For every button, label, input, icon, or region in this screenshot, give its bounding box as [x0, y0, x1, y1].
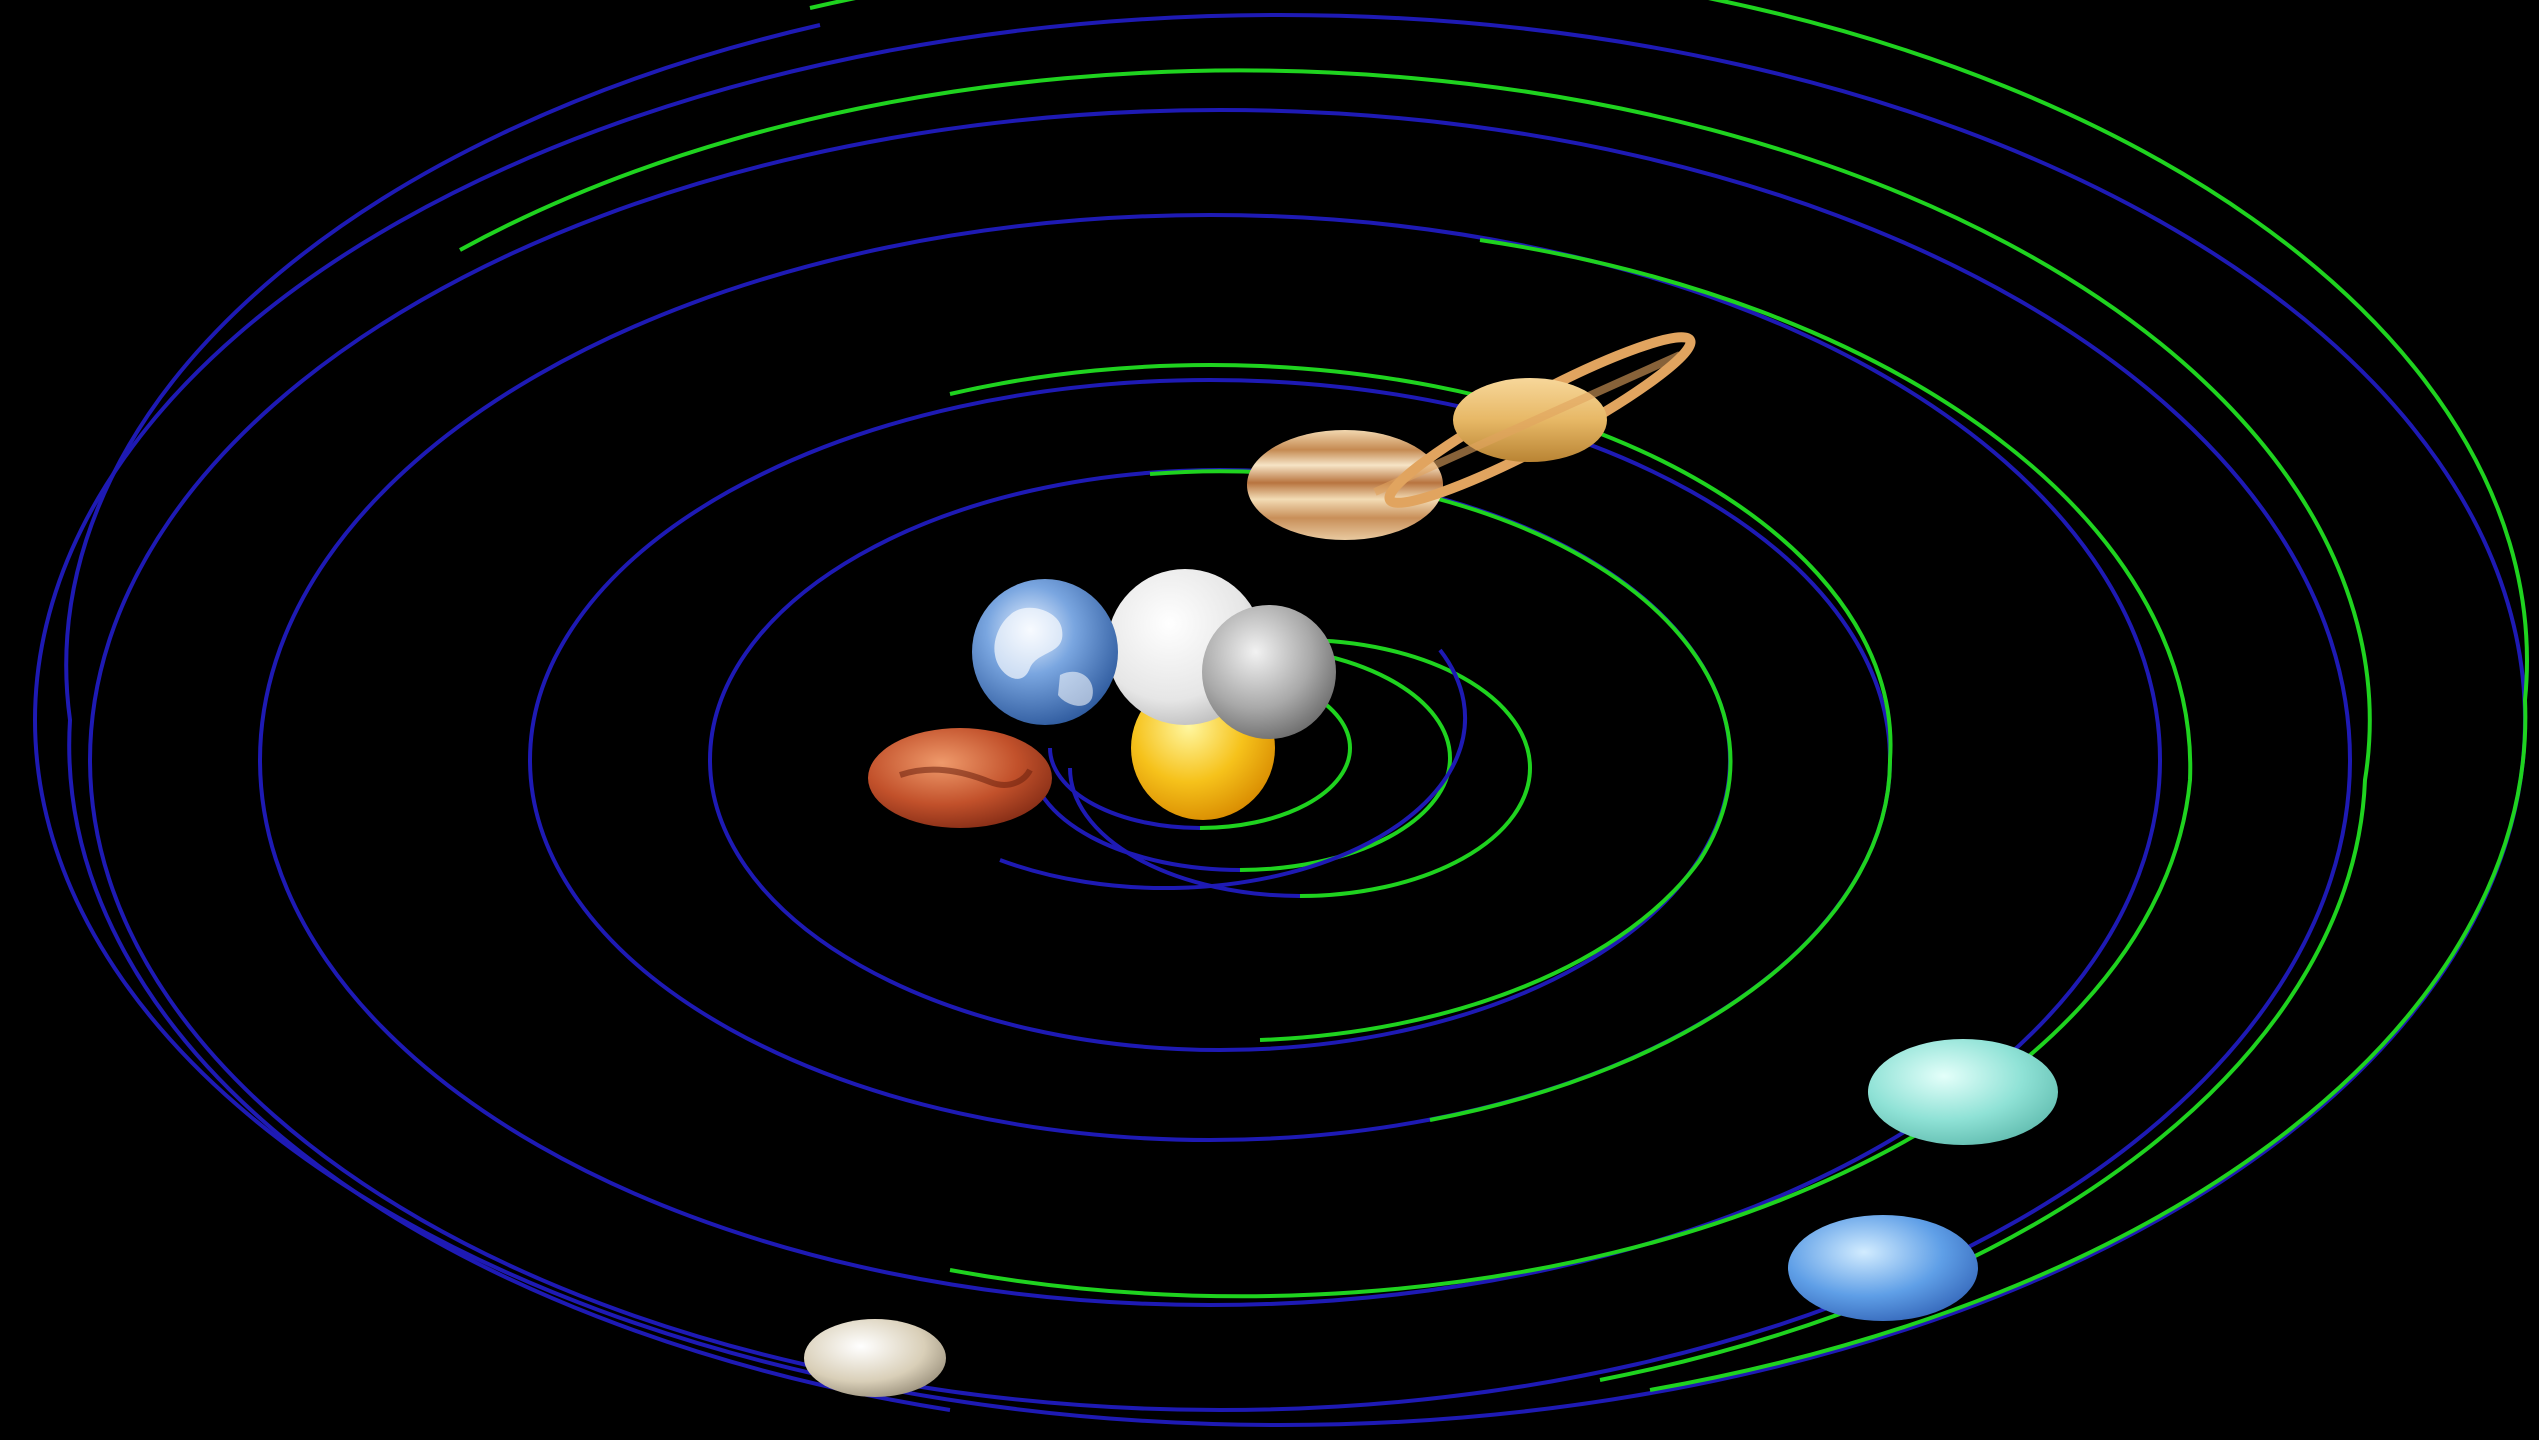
orbit-neptune [88, 108, 2352, 1412]
orbit-uranus [258, 213, 2162, 1307]
jupiter-icon [1247, 430, 1443, 540]
orbit-earth [1299, 638, 1532, 898]
orbit-pluto-front [809, 0, 2529, 1392]
mars-icon [868, 728, 1052, 828]
pluto-icon [804, 1319, 946, 1397]
orbit-mars [999, 648, 1468, 891]
orbit-pluto-inner [64, 23, 951, 1412]
mercury-icon [1202, 605, 1336, 739]
orbit-neptune-front [459, 68, 2372, 1382]
orbit-uranus-front [949, 238, 2193, 1299]
orbit-earth-back [1068, 767, 1301, 898]
planets [804, 332, 2058, 1397]
saturn-icon [1373, 332, 1696, 508]
orbits [33, 0, 2529, 1427]
earth-icon [972, 579, 1118, 725]
neptune-icon [1788, 1215, 1978, 1321]
uranus-icon [1868, 1039, 2058, 1145]
orbit-mercury-back [1048, 747, 1201, 830]
orbit-saturn-front [949, 363, 1893, 1122]
